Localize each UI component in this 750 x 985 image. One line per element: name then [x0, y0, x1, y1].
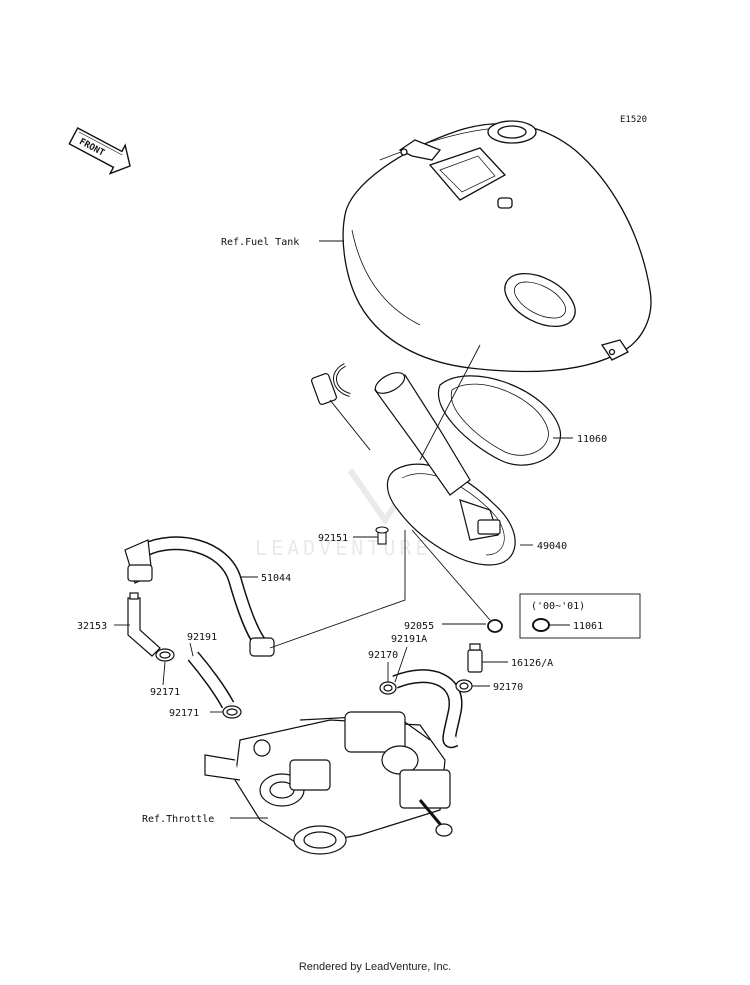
o-ring-11061 — [532, 618, 550, 632]
watermark-text: LEADVENTURE — [255, 536, 431, 560]
fuel-tank — [342, 120, 652, 373]
o-ring-92055 — [487, 619, 503, 633]
throttle-body — [204, 711, 453, 855]
clamp-92170-upper — [379, 681, 397, 695]
label-32153[interactable]: 32153 — [77, 621, 107, 632]
label-11060[interactable]: 11060 — [577, 434, 607, 445]
leader-lines — [114, 240, 573, 819]
hose-92191 — [187, 651, 235, 709]
clamp-92171-lower — [222, 705, 242, 719]
label-ref-fuel-tank[interactable]: Ref.Fuel Tank — [221, 237, 299, 248]
label-11061[interactable]: 11061 — [573, 621, 603, 632]
diagram-code: E1520 — [620, 115, 647, 125]
fuel-pump-assembly — [310, 363, 516, 566]
label-92151[interactable]: 92151 — [318, 533, 348, 544]
front-arrow-icon: FRONT — [68, 127, 131, 175]
label-92171-left[interactable]: 92171 — [150, 687, 180, 698]
fitting-32153 — [127, 592, 161, 657]
label-92191A[interactable]: 92191A — [391, 634, 427, 645]
variant-box — [519, 593, 641, 639]
label-92170-upper[interactable]: 92170 — [368, 650, 398, 661]
sensor-16126A — [467, 643, 483, 673]
label-51044[interactable]: 51044 — [261, 573, 291, 584]
label-note-years: ('00~'01) — [531, 601, 585, 612]
clamp-92171-left — [155, 648, 175, 662]
footer-credit: Rendered by LeadVenture, Inc. — [298, 961, 452, 973]
label-92170-right[interactable]: 92170 — [493, 682, 523, 693]
hose-51044 — [124, 536, 275, 657]
label-92191[interactable]: 92191 — [187, 632, 217, 643]
label-49040[interactable]: 49040 — [537, 541, 567, 552]
label-16126A[interactable]: 16126/A — [511, 658, 553, 669]
label-92171-lower[interactable]: 92171 — [169, 708, 199, 719]
part-labels: Ref.Fuel Tank 11060 92151 49040 51044 32… — [77, 237, 607, 825]
label-92055[interactable]: 92055 — [404, 621, 434, 632]
label-ref-throttle[interactable]: Ref.Throttle — [142, 814, 214, 825]
gasket-11060 — [437, 375, 561, 466]
hose-92191A — [392, 669, 463, 749]
screw-92151 — [375, 526, 389, 545]
clamp-92170-right — [455, 679, 473, 693]
